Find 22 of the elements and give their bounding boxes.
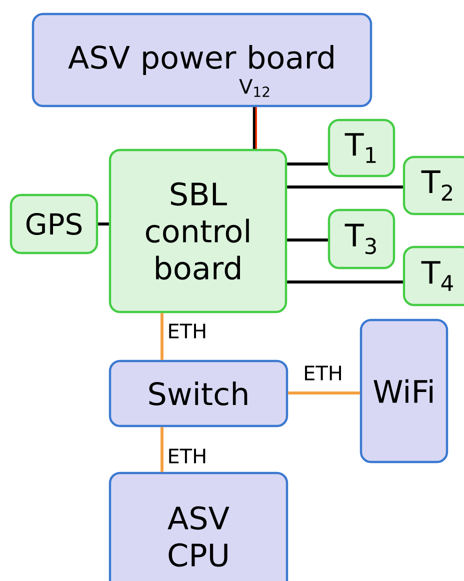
thruster-box: T$_{2}$ (402, 156, 464, 216)
cable-line (287, 238, 328, 242)
edge-label: V$_{12}$ (239, 79, 270, 97)
edge-label: ETH (169, 448, 206, 464)
thruster-box: T$_{4}$ (402, 246, 464, 306)
thruster-box: T$_{3}$ (328, 208, 396, 270)
board-box: SBL control board (108, 148, 288, 314)
module-box: WiFi (360, 318, 448, 464)
cpu-box: ASV CPU (108, 472, 288, 581)
cable-line (252, 107, 257, 149)
cable-line (287, 280, 403, 284)
cable-line (98, 222, 109, 226)
module-box: GPS (10, 194, 98, 254)
cable-line (287, 162, 328, 166)
cable-line (160, 427, 164, 472)
cable-line (287, 186, 403, 188)
switch-box: Switch (108, 360, 288, 428)
edge-label: ETH (305, 366, 341, 380)
thruster-box: T$_{1}$ (328, 118, 396, 178)
cable-line (288, 392, 360, 394)
edge-label: ETH (169, 324, 206, 338)
cable-line (160, 313, 164, 360)
